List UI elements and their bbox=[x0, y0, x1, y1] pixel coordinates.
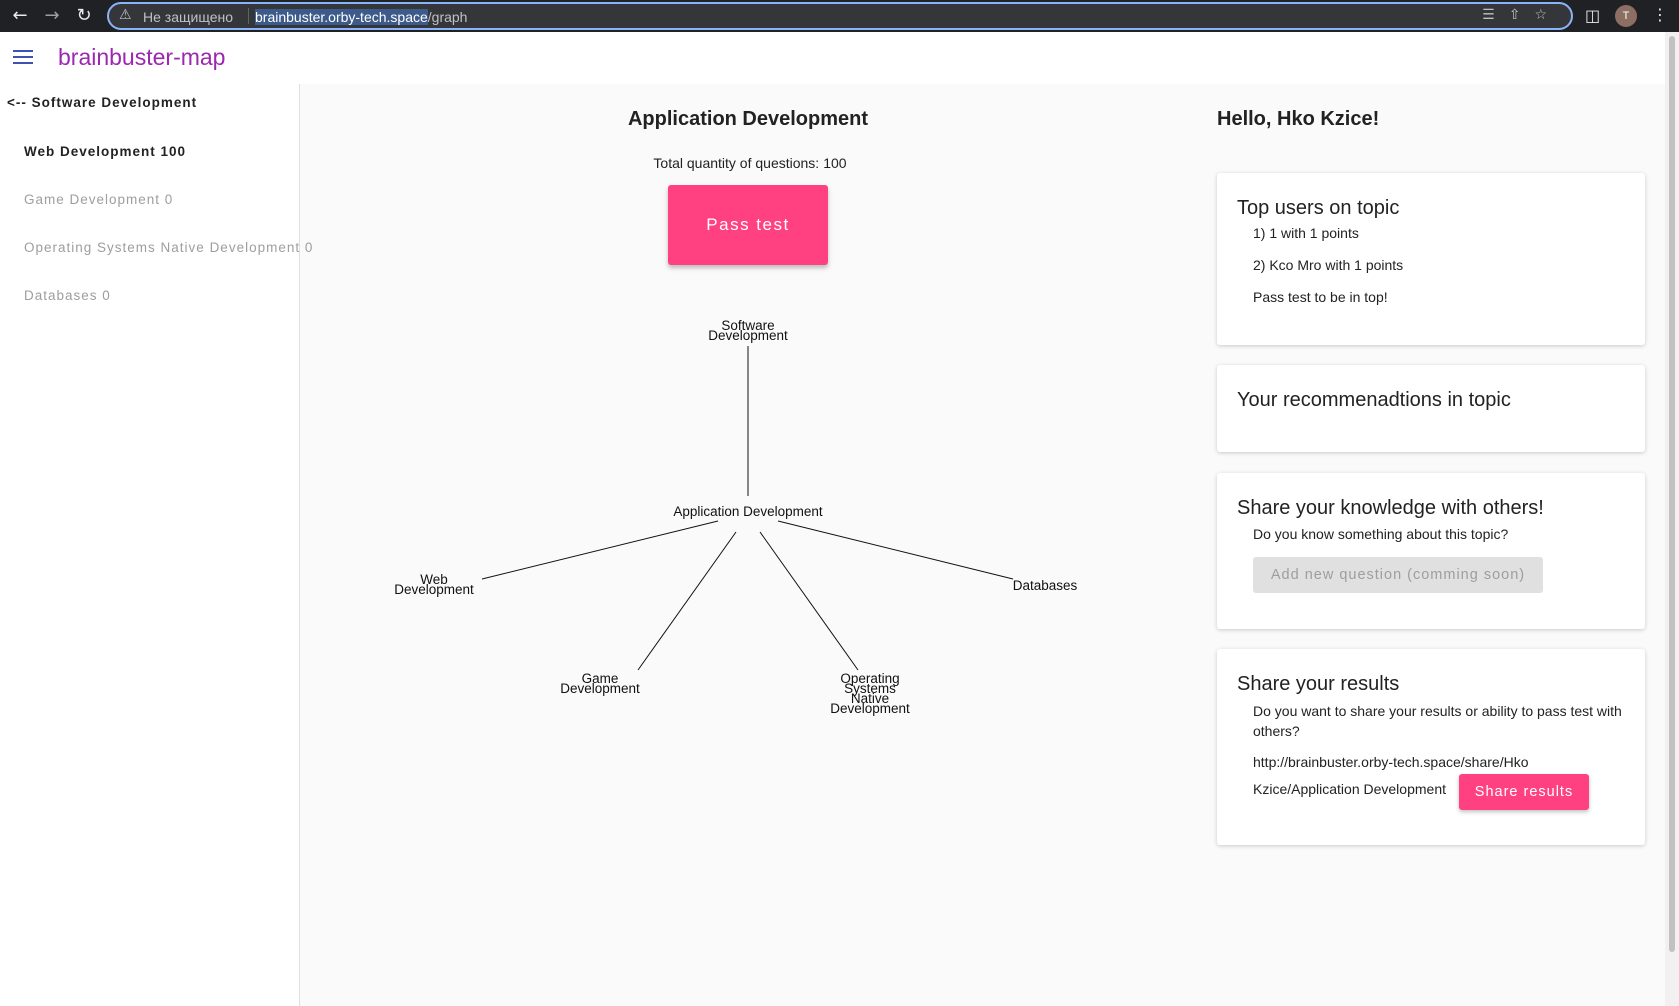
share-results-question: Do you want to share your results or abi… bbox=[1253, 703, 1622, 739]
app-header: brainbuster-map bbox=[0, 32, 1665, 84]
user-greeting: Hello, Hko Kzice! bbox=[1217, 108, 1380, 130]
node-software-development[interactable]: Software Development bbox=[708, 318, 788, 343]
share-results-card: Share your results Do you want to share … bbox=[1217, 649, 1645, 845]
url-host: brainbuster.orby-tech.space bbox=[255, 9, 428, 25]
node-operating-systems-native-development[interactable]: Operating Systems Native Development bbox=[830, 671, 910, 716]
share-icon[interactable]: ⇧ bbox=[1508, 7, 1535, 23]
node-label: Native bbox=[851, 691, 889, 706]
node-label: Software bbox=[721, 318, 774, 333]
topic-graph: Software Development Application Develop… bbox=[394, 318, 1078, 716]
node-label: Web bbox=[420, 572, 448, 587]
top-users-hint: Pass test to be in top! bbox=[1253, 289, 1388, 305]
edge-databases bbox=[777, 520, 1014, 580]
node-label: Databases bbox=[1013, 578, 1078, 593]
sidebar-item-game-development[interactable]: Game Development 0 bbox=[24, 192, 174, 207]
sidebar-item-operating-systems[interactable]: Operating Systems Native Development 0 bbox=[24, 240, 314, 255]
top-users-card: Top users on topic 1) 1 with 1 points 2)… bbox=[1217, 173, 1645, 345]
scrollbar-thumb[interactable] bbox=[1669, 36, 1675, 952]
address-bar[interactable]: ⚠ Не защищено brainbuster.orby-tech.spac… bbox=[107, 2, 1573, 30]
node-game-development[interactable]: Game Development bbox=[560, 671, 640, 696]
node-label: Development bbox=[394, 582, 474, 597]
profile-avatar[interactable]: T bbox=[1615, 5, 1637, 27]
node-label: Development bbox=[708, 328, 788, 343]
bookmark-star-icon[interactable]: ☆ bbox=[1534, 7, 1561, 23]
node-label: Operating bbox=[840, 671, 899, 686]
share-link-line[interactable]: http://brainbuster.orby-tech.space/share… bbox=[1253, 754, 1529, 770]
quantity-label: Total quantity of questions: bbox=[653, 155, 820, 171]
forward-arrow-icon[interactable]: → bbox=[44, 5, 60, 26]
add-question-button[interactable]: Add new question (comming soon) bbox=[1253, 557, 1543, 593]
insecure-label: Не защищено bbox=[143, 9, 233, 25]
node-databases[interactable]: Databases bbox=[1013, 578, 1078, 593]
edge-game bbox=[637, 531, 737, 671]
url-path: /graph bbox=[427, 9, 468, 25]
card-title: Your recommenadtions in topic bbox=[1237, 389, 1511, 411]
app-title[interactable]: brainbuster-map bbox=[58, 44, 226, 70]
node-label: Application Development bbox=[673, 504, 823, 519]
back-arrow-icon[interactable]: ← bbox=[12, 5, 28, 26]
sidebar: <-- Software Development Web Development… bbox=[0, 84, 314, 1006]
warning-icon: ⚠ bbox=[119, 7, 132, 23]
translate-icon[interactable]: ☰ bbox=[1482, 7, 1509, 23]
hamburger-menu-icon[interactable] bbox=[13, 50, 33, 66]
card-title: Top users on topic bbox=[1237, 197, 1400, 219]
reload-icon[interactable]: ↻ bbox=[76, 5, 92, 26]
back-to-parent-link[interactable]: <-- Software Development bbox=[7, 95, 198, 110]
top-user-entry: 2) Kco Mro with 1 points bbox=[1253, 257, 1404, 273]
omnibox-actions: ☰⇧☆ bbox=[1482, 7, 1561, 23]
topic-title: Application Development bbox=[627, 108, 869, 130]
kebab-menu-icon[interactable]: ⋮ bbox=[1652, 5, 1668, 24]
share-knowledge-card: Share your knowledge with others! Do you… bbox=[1217, 473, 1645, 629]
edge-os bbox=[759, 531, 859, 671]
node-web-development[interactable]: Web Development bbox=[394, 572, 474, 597]
top-user-entry: 1) 1 with 1 points bbox=[1253, 225, 1359, 241]
node-label: Game bbox=[582, 671, 619, 686]
edge-web bbox=[481, 520, 719, 580]
browser-toolbar: ← → ↻ ⚠ Не защищено brainbuster.orby-tec… bbox=[0, 0, 1679, 32]
node-label: Development bbox=[560, 681, 640, 696]
questions-quantity: Total quantity of questions:100 bbox=[560, 155, 936, 171]
card-title: Share your knowledge with others! bbox=[1237, 497, 1544, 519]
share-results-button[interactable]: Share results bbox=[1459, 774, 1589, 810]
card-title: Share your results bbox=[1237, 673, 1400, 695]
quantity-value: 100 bbox=[823, 155, 847, 171]
share-knowledge-question: Do you know something about this topic? bbox=[1253, 526, 1509, 542]
pass-test-button[interactable]: Pass test bbox=[668, 185, 828, 265]
sidebar-item-databases[interactable]: Databases 0 bbox=[24, 288, 111, 303]
node-label: Systems bbox=[844, 681, 896, 696]
recommendations-card: Your recommenadtions in topic bbox=[1217, 365, 1645, 452]
sidebar-item-web-development[interactable]: Web Development 100 bbox=[24, 144, 187, 159]
url-text[interactable]: brainbuster.orby-tech.space/graph bbox=[255, 9, 467, 25]
page-scrollbar[interactable] bbox=[1665, 32, 1679, 1006]
node-label: Development bbox=[830, 701, 910, 716]
address-separator bbox=[248, 8, 249, 24]
share-link-line[interactable]: Kzice/Application Development bbox=[1253, 781, 1446, 797]
node-application-development[interactable]: Application Development bbox=[673, 504, 823, 519]
side-panel-icon[interactable]: ◫ bbox=[1585, 6, 1601, 25]
